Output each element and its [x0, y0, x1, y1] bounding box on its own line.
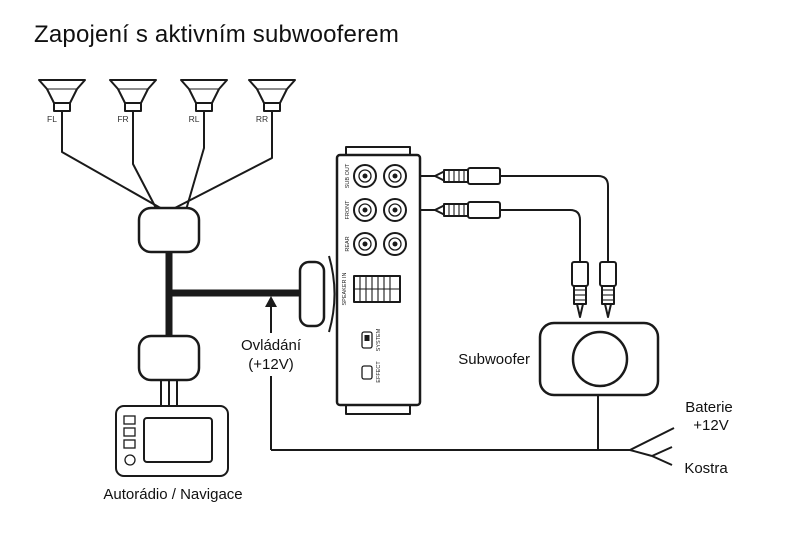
connector-block-upper — [137, 206, 201, 254]
converter-device: SUB OUT FRONT REAR SPEAKER IN SYSTEM EFF… — [335, 146, 422, 415]
subwoofer-label: Subwoofer — [458, 351, 530, 368]
subwoofer-icon — [538, 321, 660, 397]
speaker-fr-icon: FR — [109, 79, 157, 124]
head-unit-icon — [115, 405, 229, 477]
jack-row-label-sub: SUB OUT — [345, 163, 351, 188]
remote-label-line2: (+12V) — [248, 356, 293, 373]
speaker-fl-icon: FL — [38, 79, 86, 124]
harness-socket — [353, 275, 401, 303]
switch-label-effect: EFFECT — [376, 361, 382, 383]
rca-plug-down-right — [599, 261, 617, 318]
wire-fr — [132, 111, 158, 211]
rca-cable-upper — [420, 167, 609, 262]
speaker-rr-icon: RR — [248, 79, 296, 124]
remote-callout — [265, 296, 277, 450]
rca-cable-lower — [420, 201, 581, 262]
harness-socket-label: SPEAKER IN — [342, 272, 348, 305]
speaker-label-fl: FL — [47, 114, 57, 124]
jack-row-label-front: FRONT — [345, 200, 351, 220]
head-unit-label: Autorádio / Navigace — [103, 486, 242, 503]
subwoofer-cone — [571, 330, 629, 388]
rca-plug-down-left — [571, 261, 589, 318]
device-input-plug — [298, 255, 336, 333]
connector-block-lower — [137, 334, 201, 382]
speaker-label-rl: RL — [189, 114, 200, 124]
jack-row-label-rear: REAR — [345, 236, 351, 251]
battery-label-line2: +12V — [693, 417, 728, 434]
rca-plug-tip — [434, 170, 445, 182]
rca-plug-body — [467, 201, 501, 219]
speaker-wires — [61, 111, 273, 211]
rca-plug-tip — [434, 204, 445, 216]
device-switches — [361, 331, 373, 380]
page-title: Zapojení s aktivním subwooferem — [34, 21, 399, 48]
speaker-rl-icon: RL — [180, 79, 228, 124]
wire-rl — [185, 111, 205, 211]
rca-jacks — [353, 164, 407, 256]
wire-rr — [170, 111, 273, 211]
head-unit-wires — [160, 380, 178, 407]
ground-label: Kostra — [684, 460, 728, 477]
battery-lead — [629, 427, 675, 451]
wire-fl — [61, 111, 165, 211]
rca-plug-body — [467, 167, 501, 185]
battery-label-line1: Baterie — [685, 399, 733, 416]
switch-label-system: SYSTEM — [376, 328, 382, 351]
arrow-up-icon — [265, 296, 277, 307]
remote-label-line1: Ovládání — [241, 337, 302, 354]
speaker-label-rr: RR — [256, 114, 268, 124]
ground-lead — [629, 449, 653, 457]
speaker-label-fr: FR — [117, 114, 128, 124]
power-wiring — [271, 395, 675, 466]
